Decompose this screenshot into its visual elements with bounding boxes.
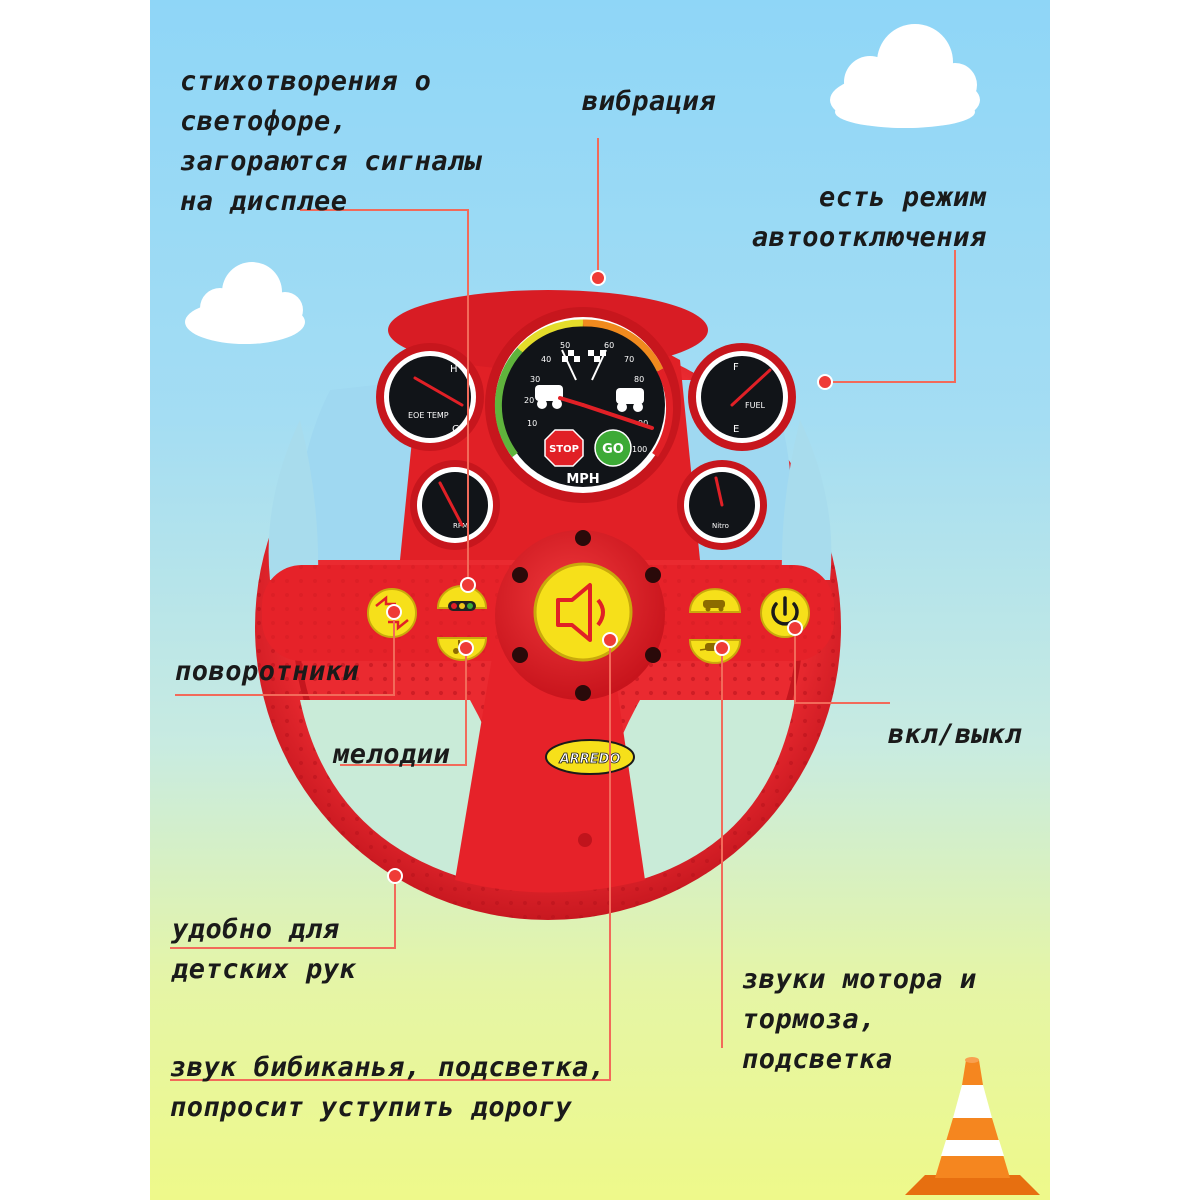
caption-turn-signals: поворотники xyxy=(175,656,360,687)
svg-text:GO: GO xyxy=(602,442,624,457)
speedo-tick-30: 30 xyxy=(530,375,540,384)
car-icon-right xyxy=(616,388,644,412)
svg-text:ARREDO: ARREDO xyxy=(559,752,621,767)
caption-melodies: мелодии xyxy=(333,739,451,770)
temperature-gauge: H C EOE TEMP xyxy=(384,351,476,443)
caption-poem: стихотворения о светофоре, загораются си… xyxy=(180,66,482,217)
power-icon xyxy=(771,596,799,626)
caption-horn: звук бибиканья, подсветка, попросит усту… xyxy=(170,1052,606,1123)
rpm-gauge: RPM xyxy=(417,467,493,543)
svg-text:STOP: STOP xyxy=(549,444,579,455)
traffic-light-yellow-icon xyxy=(459,603,465,609)
speaker-icon xyxy=(556,583,605,642)
speedometer-needle xyxy=(581,403,654,430)
horn-button[interactable] xyxy=(533,562,633,662)
svg-text:FUEL: FUEL xyxy=(745,401,766,410)
speedo-tick-70: 70 xyxy=(624,355,634,364)
speedo-tick-20: 20 xyxy=(524,396,534,405)
svg-text:EOE TEMP: EOE TEMP xyxy=(408,411,449,420)
car-engine-icon xyxy=(703,600,725,612)
nitro-gauge: Nitro xyxy=(684,467,760,543)
engine-sound-button[interactable] xyxy=(688,588,742,613)
rim-screw xyxy=(578,833,592,847)
caption-grip: удобно для детских рук xyxy=(172,914,357,985)
checkered-flags-icon xyxy=(561,349,607,381)
callout-lines xyxy=(170,138,956,1081)
cloud-left xyxy=(185,262,305,344)
traffic-light-red-icon xyxy=(451,603,457,609)
speedometer-unit: MPH xyxy=(566,472,599,487)
svg-text:H: H xyxy=(450,364,458,375)
callout-markers xyxy=(386,270,833,884)
traffic-light-green-icon xyxy=(467,603,473,609)
car-icon-left xyxy=(535,385,563,409)
svg-text:E: E xyxy=(733,424,739,435)
go-light-icon: GO xyxy=(594,429,632,467)
cloud-right xyxy=(830,24,980,128)
caption-vibration: вибрация xyxy=(582,86,717,117)
brand-badge: ARREDO xyxy=(545,739,635,775)
svg-text:F: F xyxy=(733,362,739,373)
traffic-cone xyxy=(905,1057,1040,1195)
fuel-gauge: F E FUEL xyxy=(696,351,788,443)
speedo-tick-80: 80 xyxy=(634,375,644,384)
speedo-tick-50: 50 xyxy=(560,341,570,350)
speedo-tick-100: 100 xyxy=(632,445,647,454)
svg-text:RPM: RPM xyxy=(453,522,468,530)
speedo-tick-60: 60 xyxy=(604,341,614,350)
caption-auto-off: есть режим автоотключения xyxy=(752,182,987,253)
svg-text:C: C xyxy=(452,424,459,435)
svg-text:Nitro: Nitro xyxy=(712,522,729,530)
speedo-tick-40: 40 xyxy=(541,355,551,364)
stop-sign-icon: STOP xyxy=(544,429,584,467)
caption-engine: звуки мотора и тормоза, подсветка xyxy=(742,964,977,1075)
caption-power: вкл/выкл xyxy=(888,719,1023,750)
speedometer-gauge: 10 20 30 40 50 60 70 80 90 100 xyxy=(494,317,673,493)
speedo-tick-10: 10 xyxy=(527,419,537,428)
